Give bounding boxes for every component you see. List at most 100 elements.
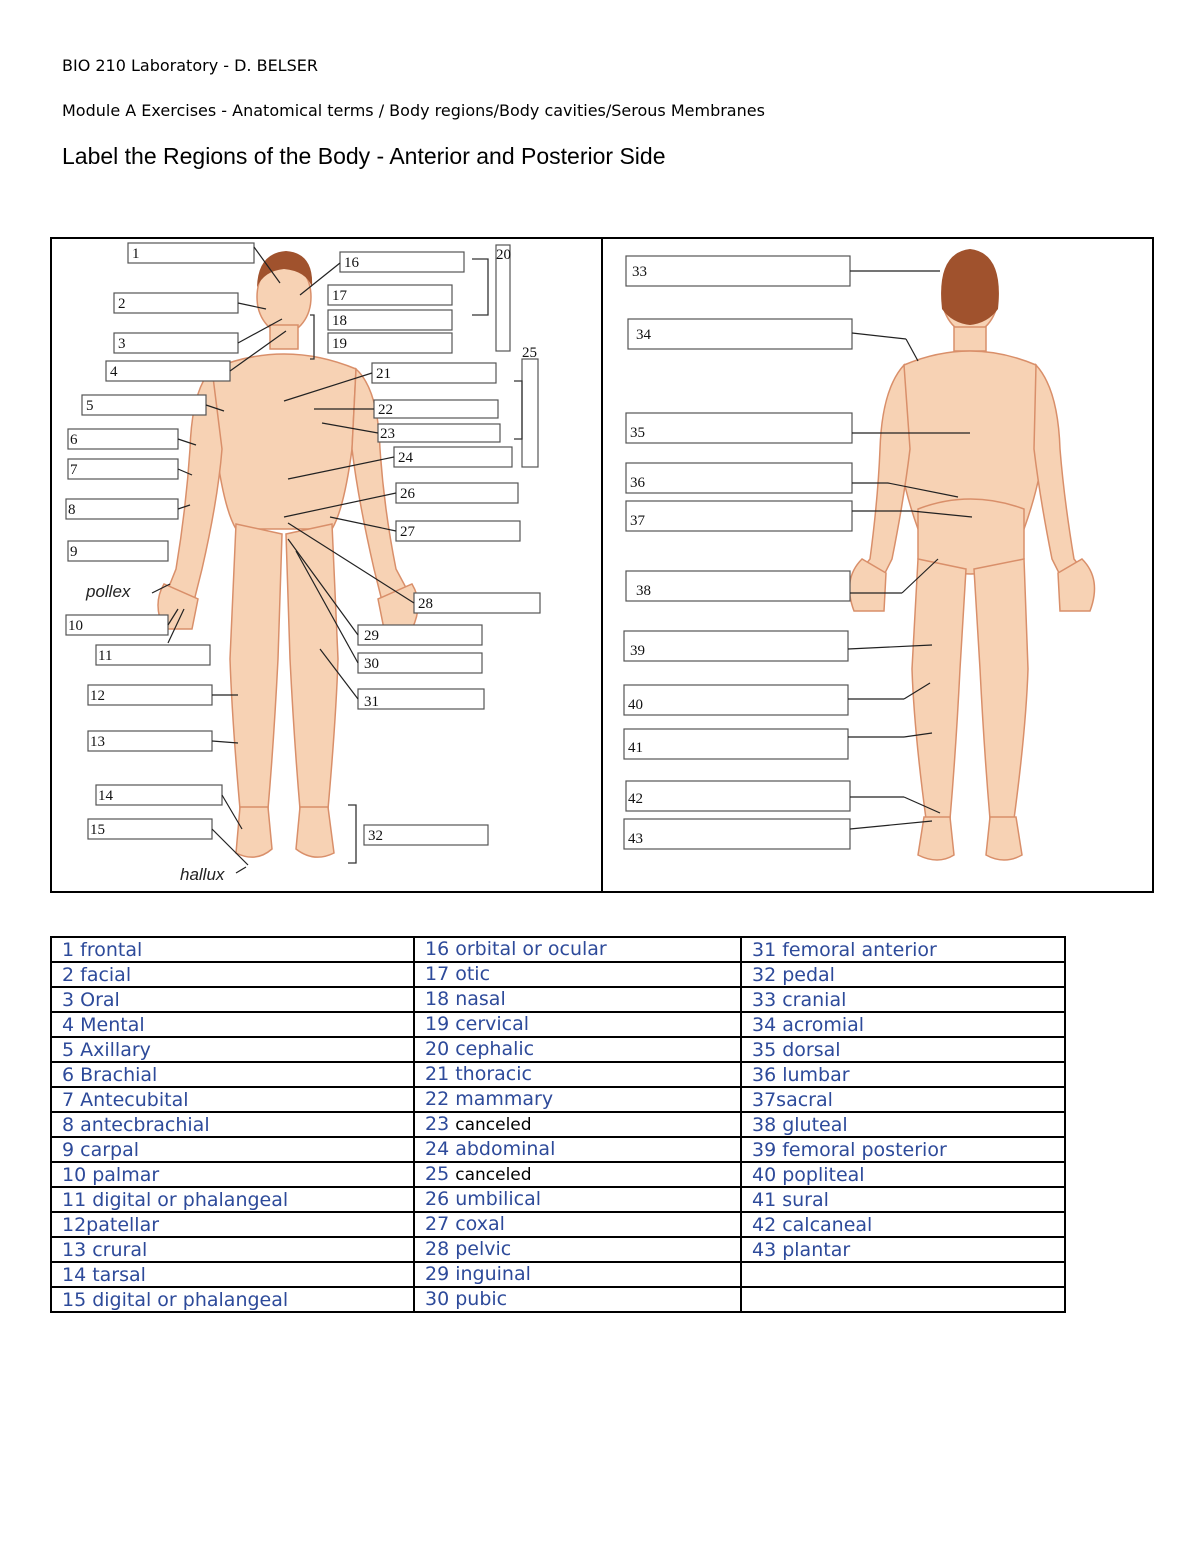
answer-text: 30 pubic <box>425 1288 508 1310</box>
label-num-6: 6 <box>70 432 78 448</box>
answer-cell: 11 digital or phalangeal <box>50 1186 415 1213</box>
answer-text: 18 nasal <box>425 988 506 1010</box>
answer-cell: 21 thoracic <box>413 1061 742 1088</box>
answer-cell: 3 Oral <box>50 986 415 1013</box>
answer-cell: 10 palmar <box>50 1161 415 1188</box>
answer-cell: 23 canceled <box>413 1111 742 1138</box>
label-num-13: 13 <box>90 734 105 750</box>
answer-cell: 26 umbilical <box>413 1186 742 1213</box>
answer-text: 19 cervical <box>425 1013 530 1035</box>
answer-cell: 13 crural <box>50 1236 415 1263</box>
label-num-33: 33 <box>632 264 647 280</box>
label-num-21: 21 <box>376 366 391 382</box>
posterior-leader-lines <box>847 270 973 830</box>
answer-cell: 17 otic <box>413 961 742 988</box>
label-num-32: 32 <box>368 828 383 844</box>
posterior-body-drawing <box>848 256 1096 861</box>
anterior-hair <box>257 251 313 287</box>
label-num-39: 39 <box>630 643 645 659</box>
module-header: Module A Exercises - Anatomical terms / … <box>62 101 765 120</box>
answer-cell: 29 inguinal <box>413 1261 742 1288</box>
label-num-9: 9 <box>70 544 78 560</box>
answer-cell: 2 facial <box>50 961 415 988</box>
label-num-19: 19 <box>332 336 347 352</box>
pollex-label: pollex <box>85 582 131 601</box>
label-num-11: 11 <box>98 648 112 664</box>
table-row: 5 Axillary 20 cephalic 35 dorsal <box>50 1036 1066 1063</box>
body-regions-figure: 1 2 3 4 5 6 7 8 9 10 11 12 13 14 15 16 1… <box>50 237 1154 893</box>
label-num-22: 22 <box>378 402 393 418</box>
anterior-brackets <box>310 258 523 864</box>
label-num-8: 8 <box>68 502 76 518</box>
answer-cell: 36 lumbar <box>740 1061 1066 1088</box>
answer-cell: 37sacral <box>740 1086 1066 1113</box>
answer-cell: 5 Axillary <box>50 1036 415 1063</box>
posterior-label-boxes <box>623 255 853 850</box>
canceled-note: canceled <box>455 1115 532 1135</box>
answer-cell: 6 Brachial <box>50 1061 415 1088</box>
answer-cell: 8 antecbrachial <box>50 1111 415 1138</box>
answer-cell: 9 carpal <box>50 1136 415 1163</box>
label-num-18: 18 <box>332 313 347 329</box>
label-num-1: 1 <box>132 246 140 262</box>
answer-text: 20 cephalic <box>425 1038 535 1060</box>
answer-cell: 18 nasal <box>413 986 742 1013</box>
answer-cell: 30 pubic <box>413 1286 742 1313</box>
answer-cell: 15 digital or phalangeal <box>50 1286 415 1313</box>
label-num-35: 35 <box>630 425 645 441</box>
answer-cell: 16 orbital or ocular <box>413 936 742 963</box>
answer-cell: 33 cranial <box>740 986 1066 1013</box>
label-num-20: 20 <box>496 247 511 263</box>
label-num-30: 30 <box>364 656 379 672</box>
label-num-31: 31 <box>364 694 379 710</box>
label-num-34: 34 <box>636 327 652 343</box>
answer-text: 26 umbilical <box>425 1188 542 1210</box>
answer-cell: 25 canceled <box>413 1161 742 1188</box>
table-row: 14 tarsal 29 inguinal <box>50 1261 1066 1288</box>
label-num-24: 24 <box>398 450 414 466</box>
answer-cell: 41 sural <box>740 1186 1066 1213</box>
answer-text: 23 <box>425 1113 456 1135</box>
hallux-label: hallux <box>180 865 225 884</box>
table-row: 3 Oral 18 nasal 33 cranial <box>50 986 1066 1013</box>
anterior-body-drawing <box>157 260 419 858</box>
label-num-23: 23 <box>380 426 395 442</box>
answer-text: 24 abdominal <box>425 1138 556 1160</box>
answer-text: 28 pelvic <box>425 1238 512 1260</box>
anterior-leader-lines <box>151 246 415 874</box>
label-num-17: 17 <box>332 288 348 304</box>
answer-cell <box>740 1286 1066 1313</box>
label-num-5: 5 <box>86 398 94 414</box>
answer-cell: 14 tarsal <box>50 1261 415 1288</box>
answer-cell: 7 Antecubital <box>50 1086 415 1113</box>
answer-cell: 22 mammary <box>413 1086 742 1113</box>
answer-text: 29 inguinal <box>425 1263 531 1285</box>
answer-cell: 31 femoral anterior <box>740 936 1066 963</box>
answer-cell: 38 gluteal <box>740 1111 1066 1138</box>
label-num-16: 16 <box>344 255 360 271</box>
answer-cell: 43 plantar <box>740 1236 1066 1263</box>
answer-cell: 27 coxal <box>413 1211 742 1238</box>
answer-cell: 24 abdominal <box>413 1136 742 1163</box>
posterior-hair <box>941 249 999 325</box>
answer-cell: 40 popliteal <box>740 1161 1066 1188</box>
answer-cell: 32 pedal <box>740 961 1066 988</box>
answer-cell: 35 dorsal <box>740 1036 1066 1063</box>
label-num-42: 42 <box>628 791 643 807</box>
label-num-43: 43 <box>628 831 643 847</box>
label-num-3: 3 <box>118 336 126 352</box>
label-num-25: 25 <box>522 345 537 361</box>
label-num-27: 27 <box>400 524 416 540</box>
answer-cell: 12patellar <box>50 1211 415 1238</box>
panel-divider <box>601 239 603 891</box>
label-num-2: 2 <box>118 296 126 312</box>
label-num-38: 38 <box>636 583 651 599</box>
